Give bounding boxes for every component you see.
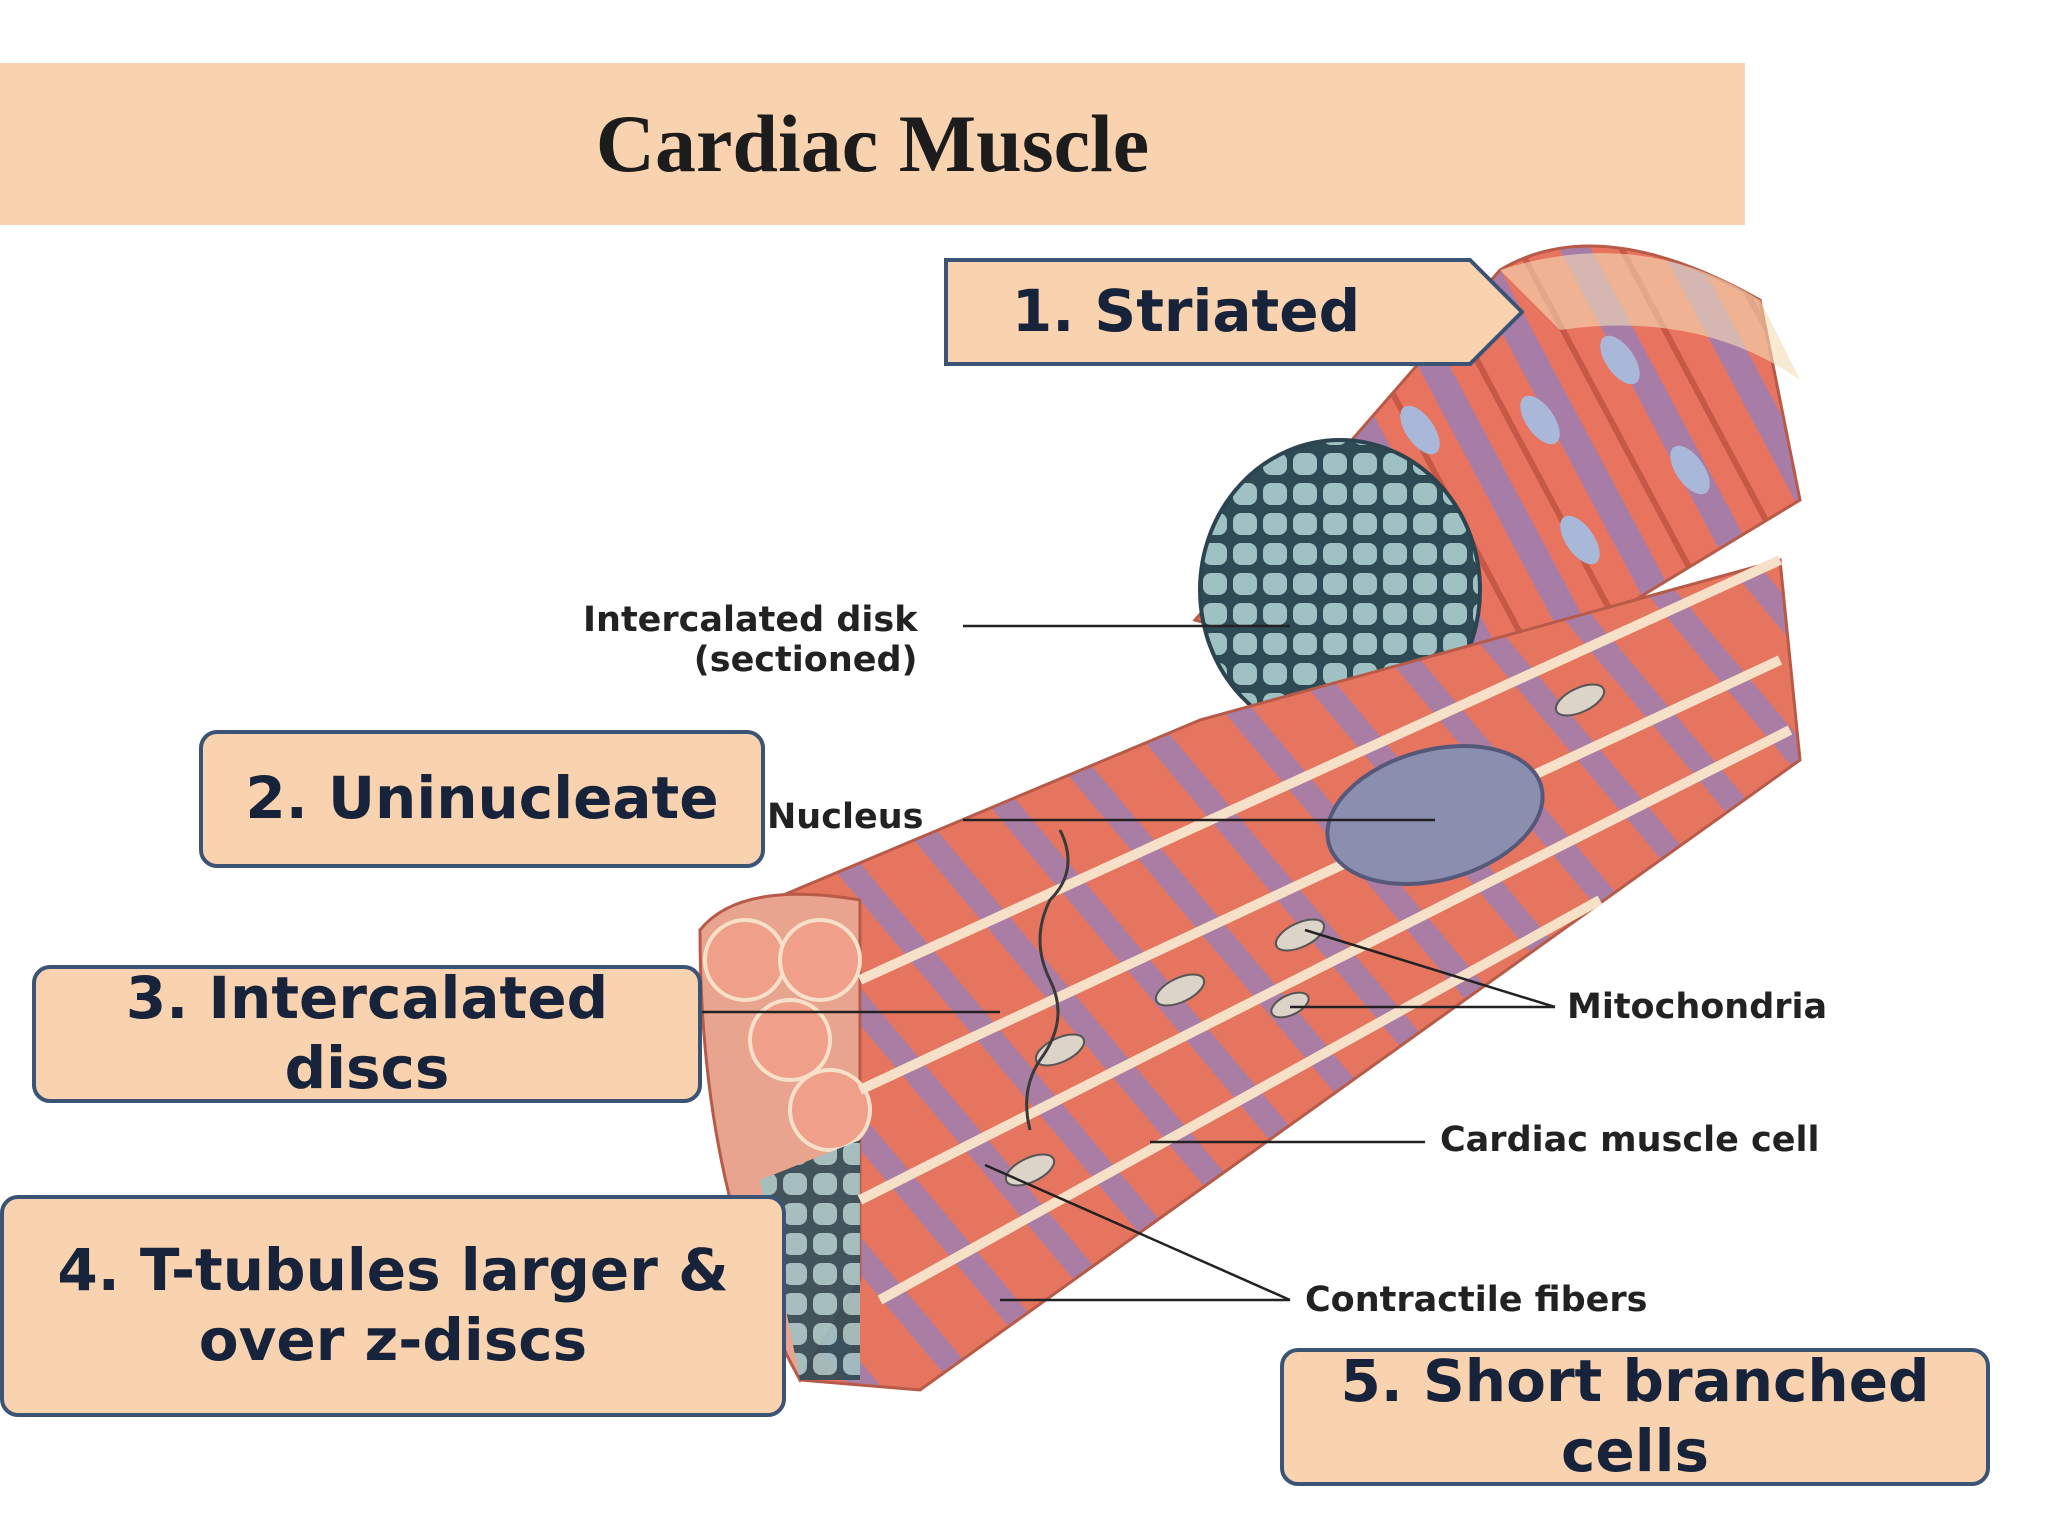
label-intercalated-disk-line1: Intercalated disk [583, 600, 918, 640]
label-contractile-fibers: Contractile fibers [1305, 1280, 1648, 1320]
label-nucleus: Nucleus [767, 797, 924, 837]
lower-muscle-block [698, 555, 1802, 1392]
callout-intercalated-discs: 3. Intercalated discs [32, 964, 702, 1103]
callout-t-tubules-line1: 4. T-tubules larger & [57, 1236, 729, 1305]
callout-short-branched-text: 5. Short branched cells [1340, 1347, 1930, 1485]
striated-callout-shape [944, 258, 1525, 366]
label-mitochondria: Mitochondria [1567, 987, 1828, 1027]
title-bar [0, 63, 1745, 225]
callout-t-tubules-line2: over z-discs [198, 1306, 588, 1374]
label-intercalated-disk: Intercalated disk (sectioned) [583, 600, 918, 680]
pointer-lines [700, 624, 1556, 1302]
callout-uninucleate: 2. Uninucleate [199, 730, 765, 868]
callout-striated: 1. Striated [1011, 277, 1361, 345]
label-cardiac-muscle-cell: Cardiac muscle cell [1440, 1120, 1820, 1160]
label-intercalated-disk-line2: (sectioned) [693, 640, 918, 680]
callout-intercalated-discs-text: 3. Intercalated discs [125, 964, 609, 1102]
callout-short-branched: 5. Short branched cells [1280, 1347, 1990, 1486]
callout-uninucleate-text: 2. Uninucleate [245, 764, 719, 833]
callout-t-tubules: 4. T-tubules larger & over z-discs [0, 1195, 786, 1417]
page-title: Cardiac Muscle [595, 98, 1150, 189]
